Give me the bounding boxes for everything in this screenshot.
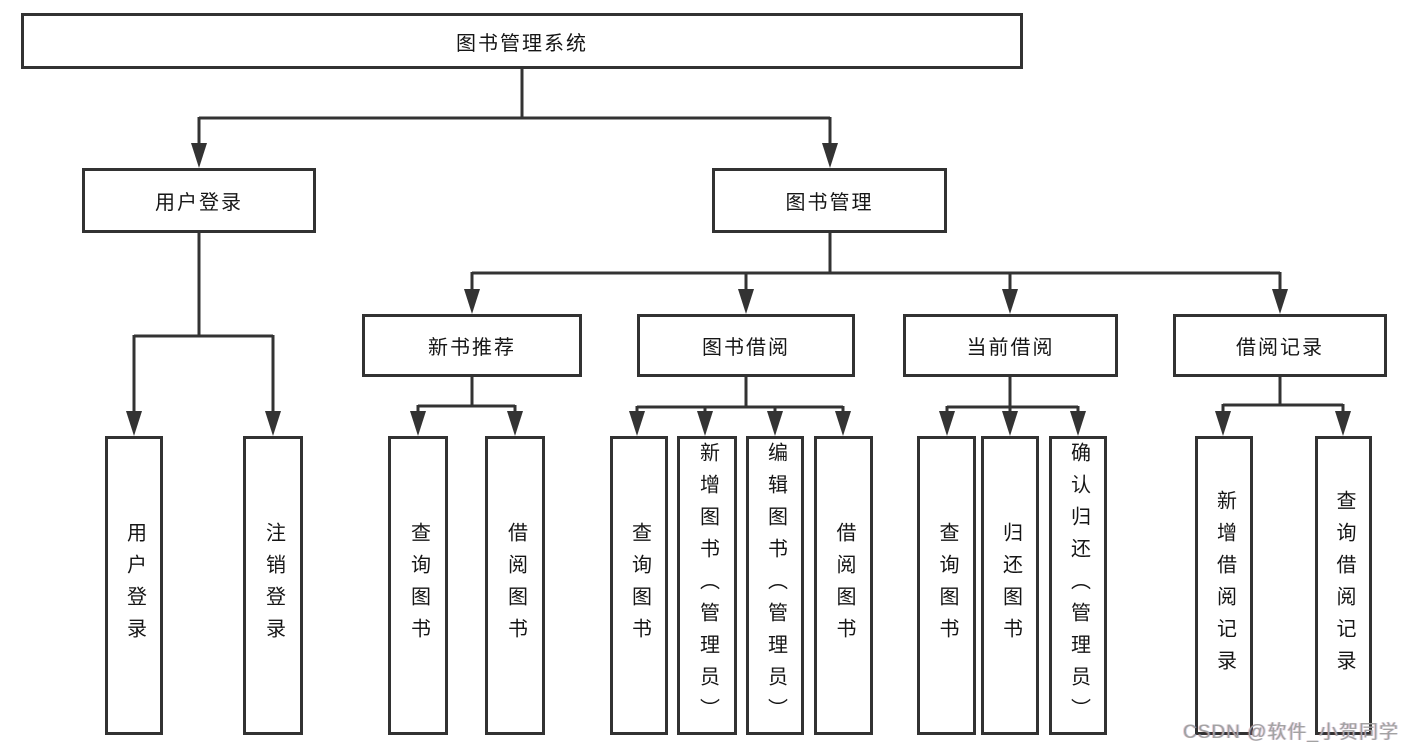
leaf-logout: 注销登录 [243,436,303,735]
node-label: 当前借阅 [966,337,1055,359]
leaf-user-login: 用户登录 [105,436,163,735]
node-borrowing-records: 借阅记录 [1173,314,1387,377]
leaf-confirm-return-admin: 确认归还（管理员） [1049,436,1107,735]
node-new-book-recommendation: 新书推荐 [362,314,582,377]
leaf-label: 借阅图书 [833,521,855,650]
leaf-label: 注销登录 [262,521,285,650]
leaf-borrow-books: 借阅图书 [814,436,873,735]
leaf-add-borrow-record: 新增借阅记录 [1195,436,1253,735]
leaf-borrow-books-recommend: 借阅图书 [485,436,545,735]
node-label: 用户登录 [155,192,243,214]
node-label: 图书管理 [785,192,874,214]
csdn-watermark: CSDN @软件_小贺同学 [1183,722,1399,743]
leaf-add-books-admin: 新增图书（管理员） [677,436,737,735]
leaf-query-books-recommend: 查询图书 [388,436,448,735]
leaf-label: 归还图书 [999,521,1022,650]
leaf-label: 借阅图书 [504,521,527,650]
leaf-label: 用户登录 [123,521,146,650]
leaf-label: 新增图书（管理员） [696,441,719,730]
leaf-label: 查询图书 [936,521,958,650]
leaf-query-borrow-record: 查询借阅记录 [1315,436,1372,735]
leaf-label: 新增借阅记录 [1213,489,1236,682]
leaf-label: 确认归还（管理员） [1067,441,1090,730]
leaf-label: 查询借阅记录 [1333,489,1355,682]
node-book-management: 图书管理 [712,168,947,233]
leaf-label: 查询图书 [628,521,651,650]
node-label: 图书管理系统 [456,32,588,55]
leaf-edit-books-admin: 编辑图书（管理员） [746,436,804,735]
node-user-login: 用户登录 [82,168,316,233]
arrowheads [126,143,1351,436]
leaf-label: 查询图书 [407,521,430,650]
node-current-borrowing: 当前借阅 [903,314,1118,377]
node-root-library-system: 图书管理系统 [21,13,1023,69]
node-label: 图书借阅 [702,337,790,359]
leaf-label: 编辑图书（管理员） [764,441,787,730]
node-book-borrowing: 图书借阅 [637,314,855,377]
leaf-query-books-current: 查询图书 [917,436,976,735]
leaf-return-books: 归还图书 [981,436,1039,735]
leaf-query-books-borrowing: 查询图书 [610,436,668,735]
node-label: 新书推荐 [428,337,516,359]
node-label: 借阅记录 [1236,337,1324,359]
